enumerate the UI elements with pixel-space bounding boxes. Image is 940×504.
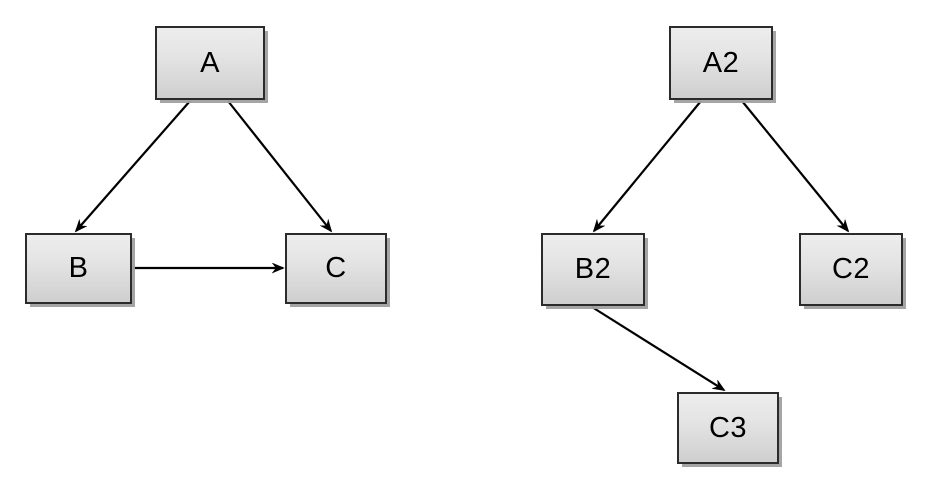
edge-b2-to-c3	[591, 306, 724, 390]
node-label-a2: A2	[702, 46, 740, 79]
node-label-c: C	[325, 252, 347, 284]
node-b[interactable]: B	[25, 233, 132, 304]
node-c[interactable]: C	[285, 233, 387, 304]
node-c2[interactable]: C2	[799, 233, 903, 306]
node-label-c3: C3	[708, 411, 748, 444]
edge-a2-to-c2	[741, 100, 848, 231]
edge-a-to-b	[76, 100, 191, 231]
node-a[interactable]: A	[155, 26, 265, 100]
node-c3[interactable]: C3	[677, 392, 779, 464]
node-label-a: A	[200, 46, 220, 79]
node-b2[interactable]: B2	[541, 233, 645, 306]
edge-a2-to-b2	[594, 100, 702, 231]
node-label-c2: C2	[831, 253, 871, 285]
edge-a-to-c	[227, 100, 331, 231]
node-a2[interactable]: A2	[669, 26, 773, 100]
node-label-b: B	[68, 252, 89, 284]
node-label-b2: B2	[574, 253, 612, 285]
